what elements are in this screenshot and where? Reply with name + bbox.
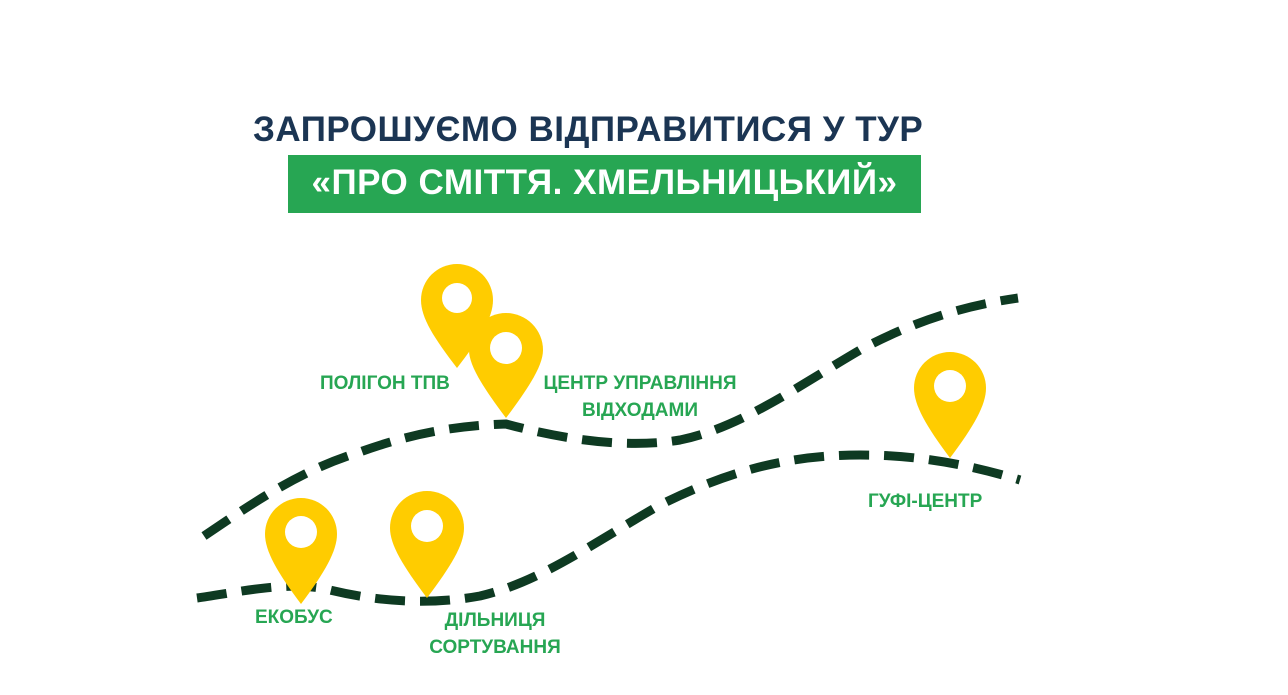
pin-hole xyxy=(934,370,966,402)
stop-label-ecobus: ЕКОБУС xyxy=(255,604,333,631)
stop-label-line: ВІДХОДАМИ xyxy=(582,400,698,421)
route-upper xyxy=(201,293,1019,540)
stop-label-gufi: ГУФІ-ЦЕНТР xyxy=(868,488,982,515)
map-pin-icon xyxy=(469,313,543,418)
pin-gufi xyxy=(914,352,986,458)
stop-label-line: СОРТУВАННЯ xyxy=(429,637,561,658)
pin-waste-center xyxy=(469,313,543,418)
pin-hole xyxy=(411,510,443,542)
pin-sorting xyxy=(390,491,464,598)
stop-label-waste-center: ЦЕНТР УПРАВЛІННЯ ВІДХОДАМИ xyxy=(535,370,745,424)
pin-hole xyxy=(442,283,472,313)
tour-title-banner: «ПРО СМІТТЯ. ХМЕЛЬНИЦЬКИЙ» xyxy=(288,155,921,213)
pin-ecobus xyxy=(265,498,337,604)
stop-label-text: ЕКОБУС xyxy=(255,607,333,628)
tour-title: «ПРО СМІТТЯ. ХМЕЛЬНИЦЬКИЙ» xyxy=(311,163,898,202)
map-pin-icon xyxy=(390,491,464,598)
stop-label-line: ЦЕНТР УПРАВЛІННЯ xyxy=(543,373,737,394)
stop-label-line: ДІЛЬНИЦЯ xyxy=(444,610,546,631)
map-pin-icon xyxy=(265,498,337,604)
stop-label-text: ГУФІ-ЦЕНТР xyxy=(868,491,983,512)
pin-hole xyxy=(285,516,317,548)
stop-label-text: ПОЛІГОН ТПВ xyxy=(320,373,450,394)
map-pin-icon xyxy=(914,352,986,458)
stop-label-landfill: ПОЛІГОН ТПВ xyxy=(320,370,450,397)
pin-hole xyxy=(490,332,522,364)
stop-label-sorting: ДІЛЬНИЦЯ СОРТУВАННЯ xyxy=(420,607,570,661)
headline: ЗАПРОШУЄМО ВІДПРАВИТИСЯ У ТУР xyxy=(253,110,924,149)
